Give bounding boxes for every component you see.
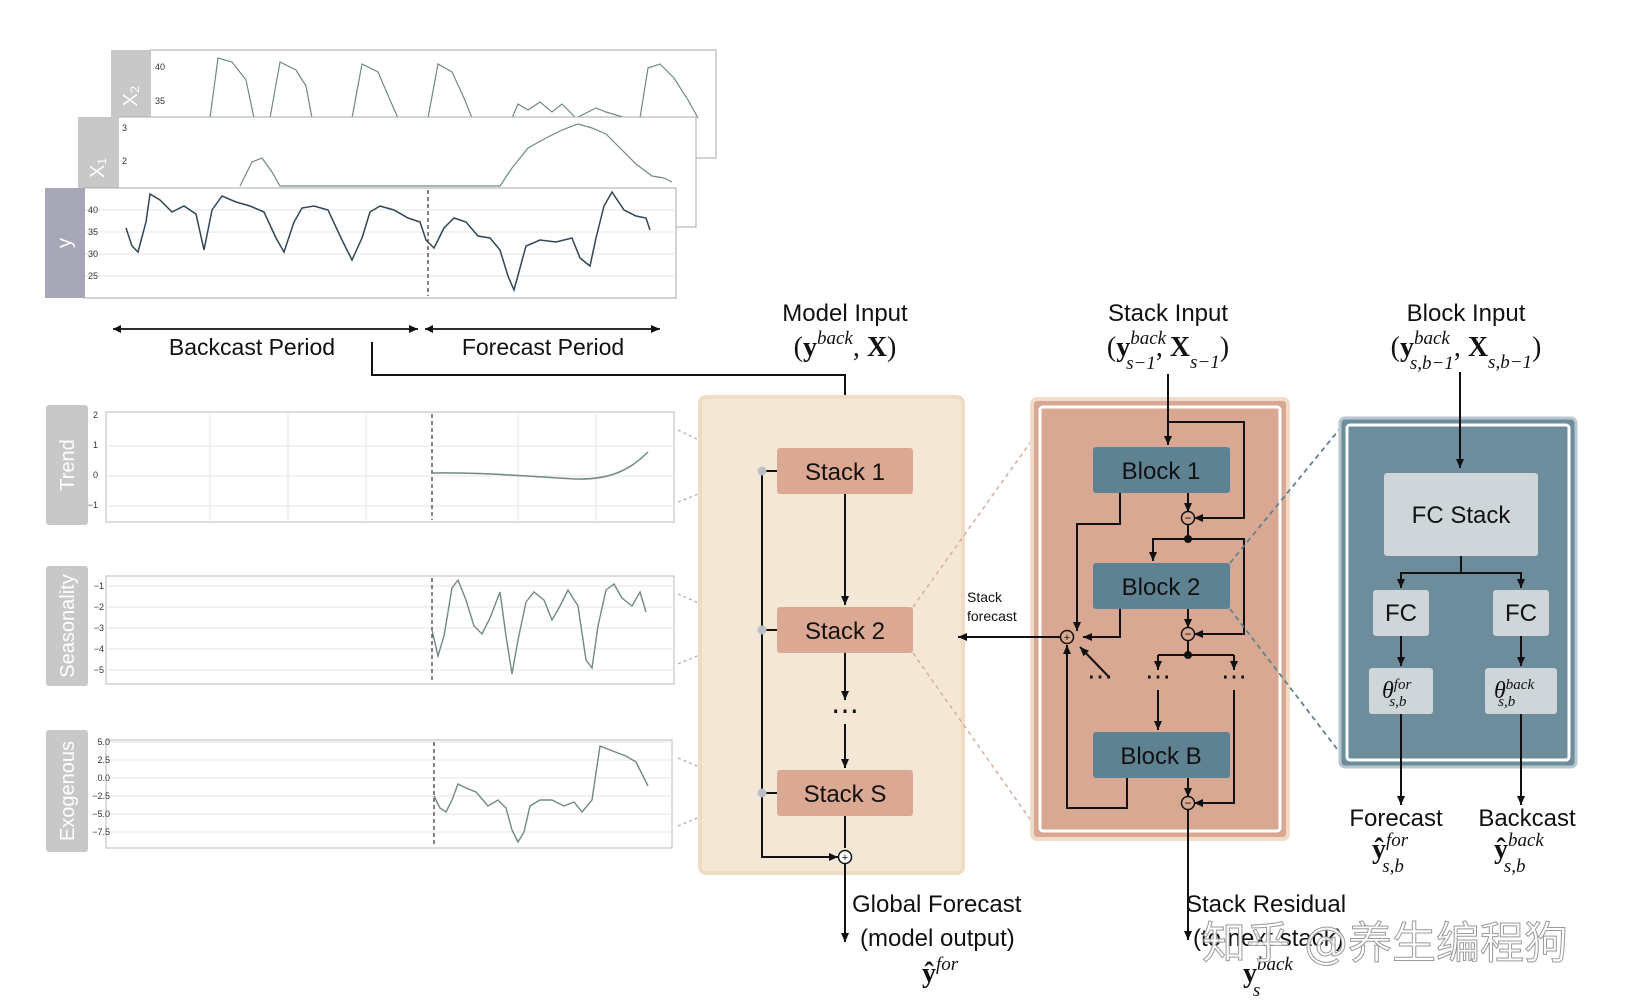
stack-container (1030, 397, 1290, 841)
exogenous-label: Exogenous (57, 741, 79, 841)
block-1-label: Block 1 (1122, 458, 1201, 485)
theta-back-node[interactable] (1485, 668, 1557, 714)
svg-text:−1: −1 (94, 581, 104, 591)
svg-text:1: 1 (93, 440, 98, 450)
trend-panel: Trend 2 1 0 −1 (46, 405, 675, 525)
watermark: 知乎 @养生编程狗 (1202, 918, 1568, 969)
exogenous-tag (46, 730, 88, 852)
svg-text:−2: −2 (94, 602, 104, 612)
block-1-node[interactable] (1093, 447, 1230, 493)
stack-residual-label: Stack Residual (1186, 891, 1346, 918)
svg-text:5.0: 5.0 (97, 737, 110, 747)
x1-label: X₁ (87, 158, 109, 178)
model-sum-node (837, 849, 853, 865)
fc-left-node[interactable] (1373, 590, 1429, 636)
block-b-label: Block B (1120, 743, 1201, 770)
svg-text:2: 2 (93, 410, 98, 420)
stack-2-node[interactable] (777, 607, 913, 653)
stack-s-label: Stack S (804, 781, 887, 808)
seasonality-panel: Seasonality −1 −2 −3 −4 −5 (46, 566, 675, 686)
block-forecast-title: Forecast (1349, 805, 1443, 832)
svg-text:30: 30 (88, 249, 98, 259)
svg-text:−: − (1184, 511, 1191, 525)
svg-text:−5.0: −5.0 (92, 809, 110, 819)
global-forecast-label: Global Forecast (852, 891, 1022, 918)
svg-text:40: 40 (88, 205, 98, 215)
svg-text:−: − (1184, 627, 1191, 641)
block-2-node[interactable] (1093, 563, 1230, 609)
model-input-formula: (yback, X) (794, 328, 897, 363)
stack-1-node[interactable] (777, 448, 913, 494)
fc-stack-node[interactable] (1384, 473, 1538, 556)
svg-text:⋯: ⋯ (1221, 661, 1247, 691)
model-section: Model Input (yback, X) Stack 1 Stack 2 S… (371, 300, 1022, 989)
trend-tag (46, 405, 88, 525)
svg-text:25: 25 (88, 271, 98, 281)
svg-text:−4: −4 (94, 644, 104, 654)
x2-label: X₂ (120, 85, 142, 106)
svg-text:−3: −3 (94, 623, 104, 633)
y-label: y (54, 238, 76, 248)
block-2-label: Block 2 (1122, 574, 1201, 601)
next-stack-label: (to next stack) (1193, 925, 1344, 952)
fc-right-label: FC (1505, 600, 1537, 627)
block-input-title: Block Input (1407, 300, 1526, 327)
model-ellipsis: ⋯ (831, 695, 859, 726)
forecast-period-label: Forecast Period (462, 334, 624, 360)
svg-text:3: 3 (122, 123, 127, 133)
exogenous-panel: Exogenous 5.0 2.5 0.0 −2.5 −5.0 −7.5 (46, 730, 673, 852)
stack-input-title: Stack Input (1108, 300, 1228, 327)
svg-text:−2.5: −2.5 (92, 791, 110, 801)
svg-text:0: 0 (93, 470, 98, 480)
stack-2-label: Stack 2 (805, 618, 885, 645)
block-backcast-title: Backcast (1478, 805, 1576, 832)
svg-text:+: + (842, 852, 848, 864)
stack-1-label: Stack 1 (805, 459, 885, 486)
svg-text:⋯: ⋯ (1087, 661, 1113, 691)
stack-forecast-label-1: Stack (967, 589, 1003, 605)
model-output-label: (model output) (860, 925, 1015, 952)
global-forecast-symbol: ŷfor (922, 954, 959, 989)
svg-text:−5: −5 (94, 665, 104, 675)
fc-right-node[interactable] (1493, 590, 1549, 636)
stack-sum-node (1059, 629, 1075, 645)
svg-text:0.0: 0.0 (97, 773, 110, 783)
svg-text:+: + (1064, 632, 1070, 644)
svg-text:⋯: ⋯ (1145, 661, 1171, 691)
svg-text:−1: −1 (88, 500, 98, 510)
y-panel: y 40 35 30 25 (45, 187, 677, 299)
seasonality-label: Seasonality (57, 574, 79, 677)
stack-s-node[interactable] (777, 770, 913, 816)
period-indicators: Backcast Period Forecast Period (113, 325, 660, 360)
fc-stack-label: FC Stack (1412, 502, 1512, 529)
svg-text:2.5: 2.5 (97, 755, 110, 765)
svg-text:−7.5: −7.5 (92, 827, 110, 837)
block-b-node[interactable] (1093, 732, 1230, 778)
stack-forecast-label-2: forecast (967, 608, 1017, 624)
theta-for-node[interactable] (1369, 668, 1433, 714)
fc-left-label: FC (1385, 600, 1417, 627)
seasonality-tag (46, 566, 88, 686)
y-tag (45, 188, 85, 298)
svg-text:40: 40 (155, 62, 165, 72)
svg-text:35: 35 (155, 96, 165, 106)
backcast-period-label: Backcast Period (169, 334, 335, 360)
svg-text:−: − (1184, 796, 1191, 810)
svg-text:35: 35 (88, 227, 98, 237)
model-input-title: Model Input (782, 300, 908, 327)
trend-label: Trend (57, 439, 79, 491)
svg-text:2: 2 (122, 156, 127, 166)
